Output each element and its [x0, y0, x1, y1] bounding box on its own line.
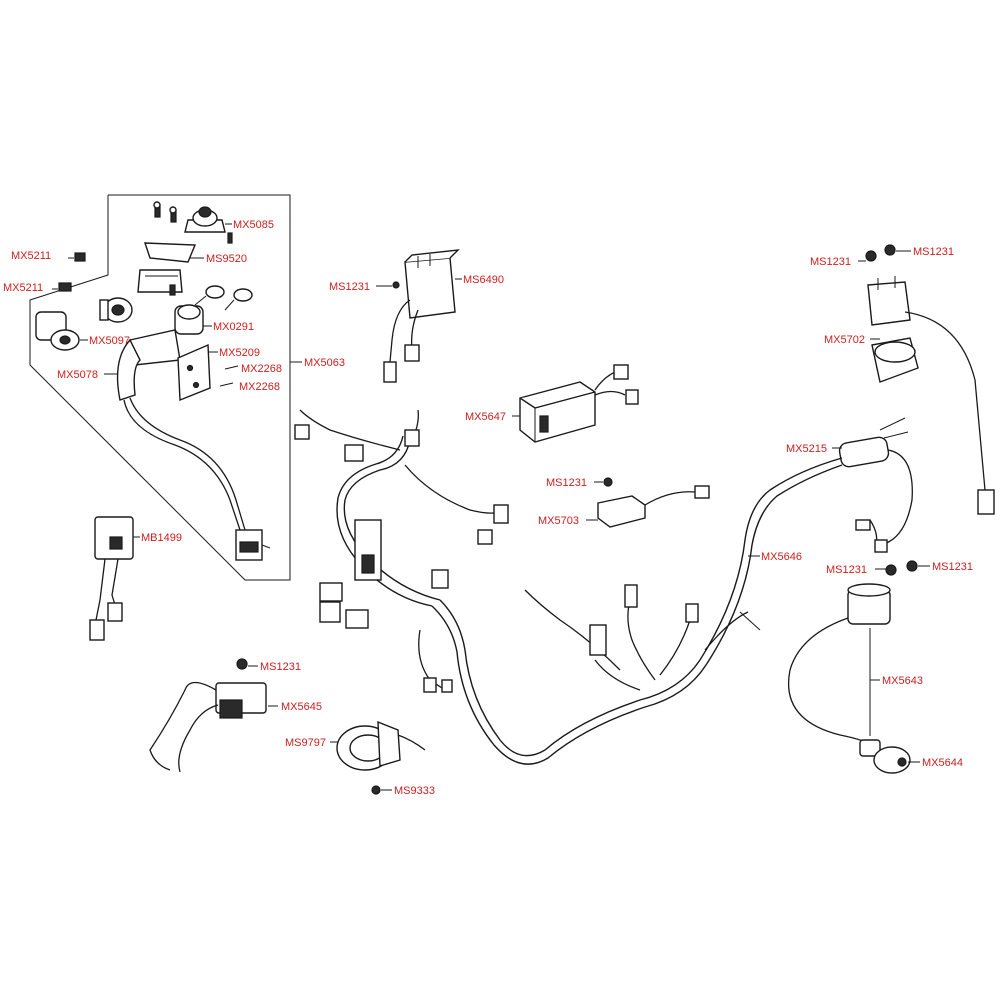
label-ms1231-bottom-left: MS1231: [260, 661, 301, 673]
label-mx5063: MX5063: [304, 357, 345, 369]
label-mx2268-b: MX2268: [239, 381, 280, 393]
flasher-mx5703: [597, 485, 710, 528]
label-mx5211-a: MX5211: [11, 250, 51, 262]
label-ms1231-right-right: MS1231: [932, 561, 973, 573]
front-harness: [294, 409, 509, 693]
label-mx5644: MX5644: [922, 757, 963, 769]
label-ms1231-right-left: MS1231: [826, 564, 867, 576]
keys-part: [169, 284, 253, 311]
lock-cylinder-part: [35, 297, 133, 351]
horn-ms9797: [336, 720, 426, 771]
label-mx5085: MX5085: [233, 219, 274, 231]
seat-lock-part: [184, 206, 233, 244]
ignition-kit-group: MX5063 MX5085 MS9520: [29, 194, 345, 581]
regulator-ms6490: [383, 249, 460, 383]
label-ms1231-mid: MS1231: [546, 477, 587, 489]
label-ms1231-regulator: MS1231: [329, 281, 370, 293]
starter-relay-mx5702: [867, 276, 995, 515]
label-ms9797: MS9797: [285, 737, 326, 749]
label-mx5646: MX5646: [761, 551, 802, 563]
cdi-unit-mx5647: [519, 364, 639, 443]
label-mx5209: MX5209: [219, 347, 260, 359]
label-mx2268-a: MX2268: [241, 363, 282, 375]
ignition-connector: [235, 529, 271, 561]
label-ms1231-top-left: MS1231: [810, 256, 851, 268]
label-mx5702: MX5702: [824, 334, 865, 346]
bracket-screws: [219, 365, 239, 387]
label-mx5643: MX5643: [882, 675, 923, 687]
label-ms9520: MS9520: [206, 253, 247, 265]
mount-bracket-part: [177, 343, 211, 402]
relay-mb1499: [89, 516, 134, 641]
label-mx0291: MX0291: [213, 321, 254, 333]
ignition-kit-outline: [29, 194, 291, 581]
spark-cap-mx5644: [859, 739, 911, 774]
label-mx5647: MX5647: [465, 411, 506, 423]
sensor-mx5645: [149, 681, 267, 773]
label-mx5215: MX5215: [786, 443, 827, 455]
main-harness-mx5646: [431, 457, 843, 765]
ignition-coil-mx5215: [838, 417, 913, 553]
lock-cover-part: [137, 242, 197, 293]
ignition-switch-body: [116, 304, 204, 401]
label-mx5211-b: MX5211: [3, 282, 43, 294]
label-mx5645: MX5645: [281, 701, 322, 713]
kit-screws: [153, 201, 177, 223]
label-ms6490: MS6490: [463, 274, 504, 286]
label-ms1231-top-right: MS1231: [913, 246, 954, 258]
label-mx5703: MX5703: [538, 515, 579, 527]
label-mx5078: MX5078: [57, 369, 98, 381]
label-ms9333: MS9333: [394, 785, 435, 797]
coil-mx5643: [788, 583, 891, 746]
mx5211-screws: [52, 252, 86, 292]
label-mx5097: MX5097: [89, 335, 130, 347]
label-mb1499: MB1499: [141, 532, 182, 544]
